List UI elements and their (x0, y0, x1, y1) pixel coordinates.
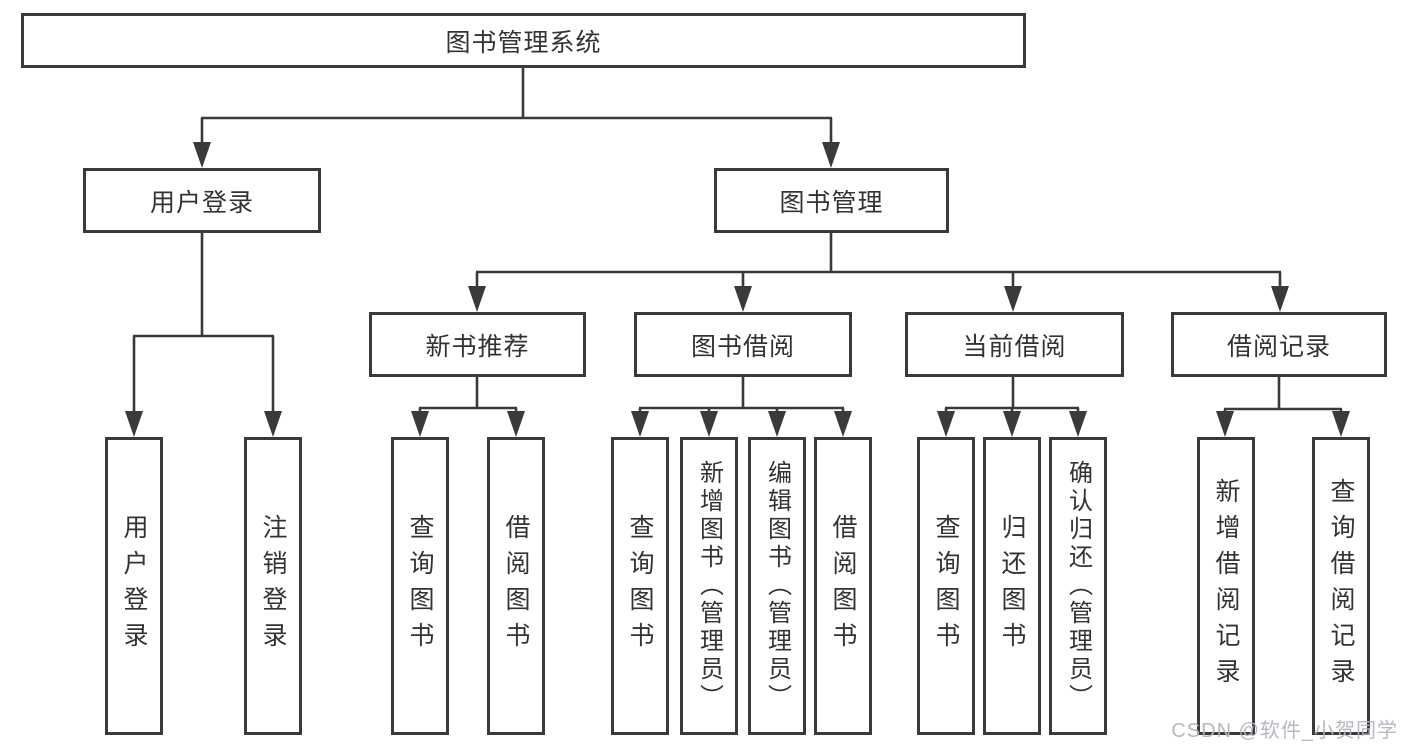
node-root: 图书管理系统 (21, 13, 1026, 68)
leaf-add-borrow-record: 新增借阅记录 (1197, 437, 1255, 735)
leaf-borrow-borrow-books: 借阅图书 (814, 437, 872, 735)
leaf-add-book-admin: 新增图书（管理员） (680, 437, 738, 735)
leaf-query-borrow-record: 查询借阅记录 (1312, 437, 1370, 735)
node-book-mgmt: 图书管理 (714, 168, 949, 233)
leaf-newbooks-query-books: 查询图书 (391, 437, 449, 735)
node-borrow-records: 借阅记录 (1171, 312, 1387, 377)
leaf-newbooks-borrow-books: 借阅图书 (487, 437, 545, 735)
csdn-watermark: CSDN @软件_小贺同学 (1171, 720, 1398, 742)
leaf-confirm-return-admin: 确认归还（管理员） (1049, 437, 1107, 735)
leaf-edit-book-admin: 编辑图书（管理员） (748, 437, 806, 735)
node-new-books: 新书推荐 (369, 312, 586, 377)
leaf-logout: 注销登录 (244, 437, 302, 735)
leaf-user-login: 用户登录 (105, 437, 163, 735)
node-book-borrow: 图书借阅 (634, 312, 852, 377)
node-current-borrow: 当前借阅 (905, 312, 1124, 377)
leaf-return-books: 归还图书 (983, 437, 1041, 735)
node-user-login: 用户登录 (83, 168, 321, 233)
leaf-current-query-books: 查询图书 (917, 437, 975, 735)
leaf-borrow-query-books: 查询图书 (611, 437, 669, 735)
